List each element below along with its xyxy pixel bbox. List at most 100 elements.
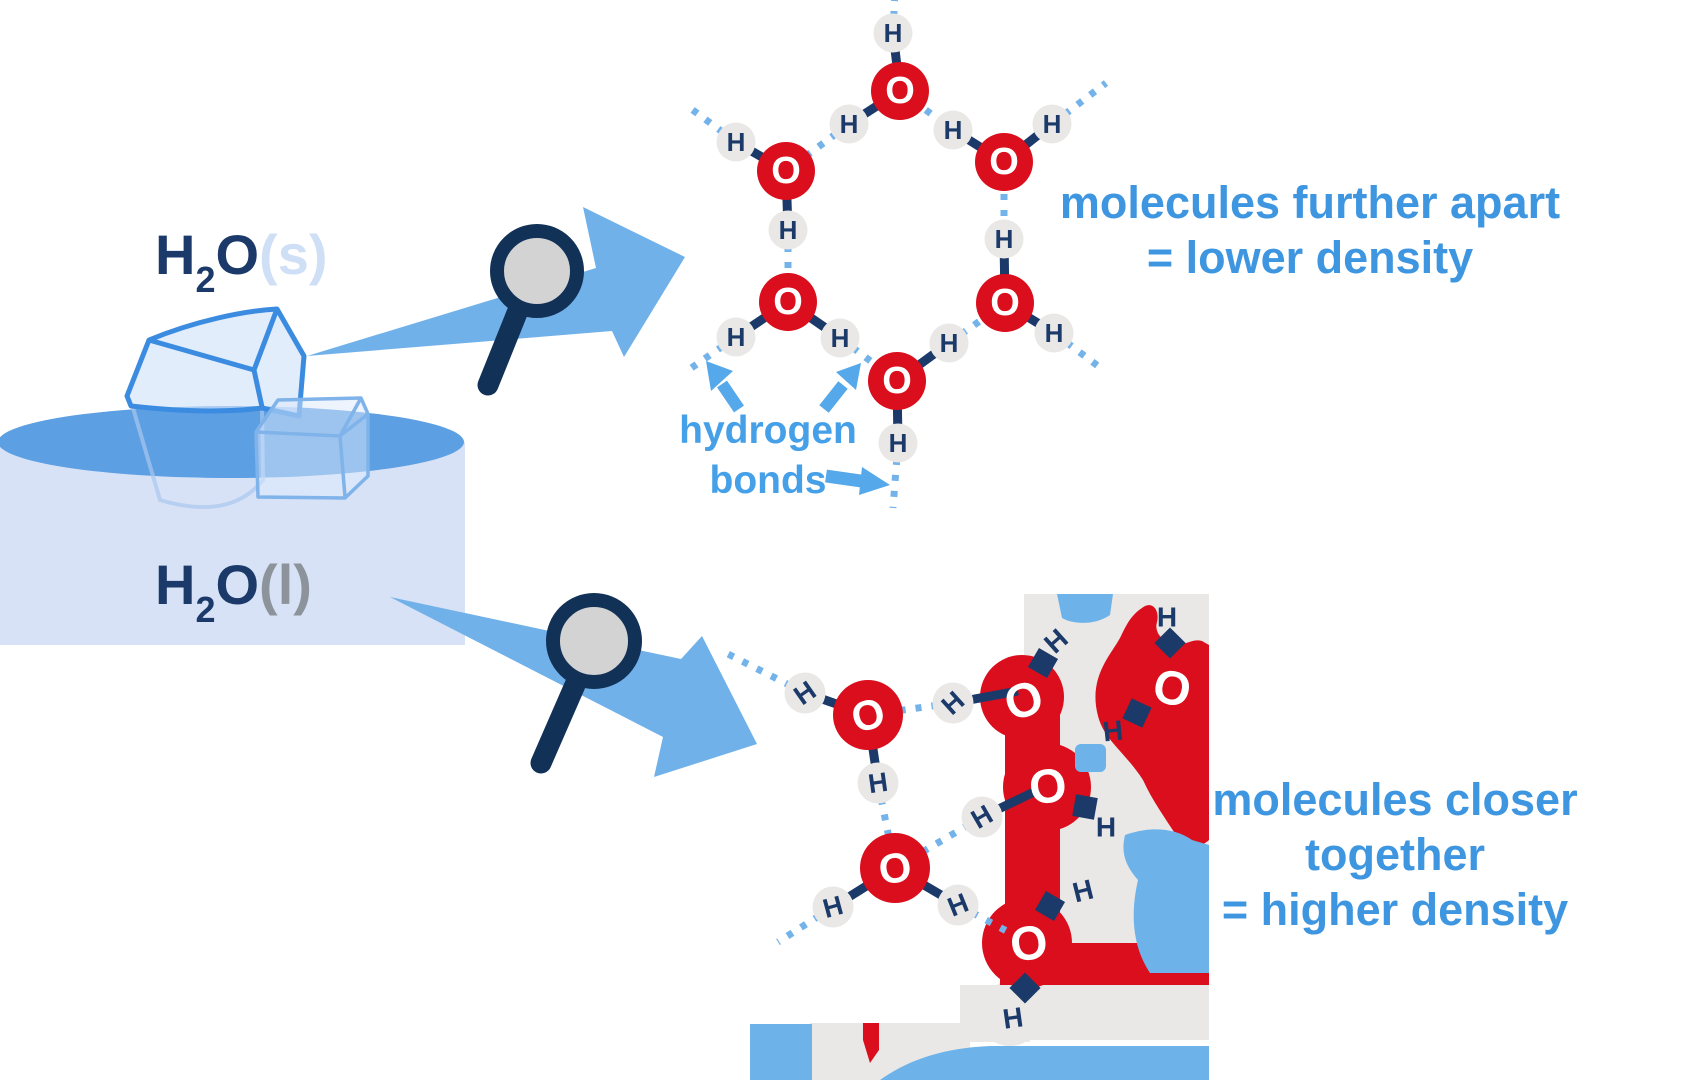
caption-higher-density: molecules closer together = higher densi…: [1133, 772, 1657, 937]
hydrogen-atom: [929, 323, 969, 363]
pointer-arrow-shaft: [825, 469, 862, 488]
hydrogen-label: H: [1101, 715, 1124, 748]
magnifier-icon-bottom: [530, 593, 642, 774]
oxygen-label: O: [989, 141, 1019, 183]
hydrogen-atom: [812, 886, 854, 928]
hydrogen-atom: [933, 110, 973, 150]
pointer-arrow-shaft: [819, 381, 848, 413]
oxygen-label: O: [773, 281, 803, 323]
pointer-arrowhead: [706, 361, 733, 391]
hydrogen-label: H: [1096, 812, 1116, 843]
formula-subscript: 2: [195, 259, 216, 301]
oxygen-atom: [976, 274, 1034, 332]
hydrogen-bonds-pointers: [706, 361, 890, 495]
ice-cube-small-outline: [254, 396, 370, 500]
hydrogen-label: H: [727, 322, 746, 352]
hydrogen-atom: [961, 796, 1003, 838]
oxygen-atom: [871, 62, 929, 120]
hydrogen-label: H: [727, 127, 746, 157]
bond-stub-diamond: [1027, 647, 1059, 679]
hydrogen-label: H: [944, 115, 963, 145]
caption-line: molecules further apart: [1059, 177, 1561, 228]
hydrogen-label: H: [831, 323, 850, 353]
hydrogen-label: H: [840, 109, 859, 139]
oxygen-atom: [759, 273, 817, 331]
hydrogen-bond: [897, 88, 956, 133]
blob-blue-patch: [750, 1024, 812, 1080]
blob-blue-patch: [1075, 744, 1106, 772]
hydrogen-atom: [716, 317, 756, 357]
hydrogen-bond: [946, 300, 1008, 346]
caption-line: = higher density: [1221, 884, 1569, 935]
hydrogen-bond: [1051, 330, 1105, 372]
zoom-callout-top: [307, 207, 685, 396]
magnifier-lens: [490, 224, 584, 318]
hydrogen-label: H: [884, 18, 903, 48]
hydrogen-label: H: [866, 767, 889, 799]
label-line: hydrogen: [679, 409, 857, 452]
oxygen-label: O: [1026, 758, 1070, 816]
oxygen-atom: [975, 133, 1033, 191]
hydrogen-atom: [878, 423, 918, 463]
hydrogen-atom: [768, 210, 808, 250]
hydrogen-bond: [956, 901, 1016, 939]
hydrogen-bond: [889, 442, 902, 509]
formula-subscript: 2: [195, 589, 216, 631]
oxygen-label: O: [876, 842, 915, 893]
bond-stub-diamond: [1034, 890, 1066, 922]
hydrogen-atom: [873, 13, 913, 53]
hydrogen-bond: [776, 904, 835, 945]
hydrogen-atom: [984, 219, 1024, 259]
blob-blue-patch: [1123, 829, 1209, 973]
label-hydrogen-bonds: hydrogen bonds: [640, 406, 896, 506]
ice-cube-small-inner-edges: [255, 397, 370, 498]
hydrogen-label: H: [940, 328, 959, 358]
caption-line: molecules closer together: [1212, 774, 1578, 880]
hydrogen-label: H: [1045, 318, 1064, 348]
hydrogen-atom: [937, 884, 979, 926]
magnifier-icon-top: [477, 224, 584, 396]
zoom-callout-bottom: [390, 593, 757, 777]
state-symbol-solid: (s): [259, 223, 328, 286]
hydrogen-label: H: [1001, 1001, 1025, 1035]
hydrogen-atom: [829, 104, 869, 144]
label-line: bonds: [709, 459, 827, 502]
hydrogen-label: H: [995, 224, 1014, 254]
hydrogen-atom: [820, 318, 860, 358]
formula-o: O: [215, 223, 260, 286]
label-h2o-liquid: H2O(l): [155, 552, 312, 630]
caption-lower-density: molecules further apart = lower density: [1048, 175, 1572, 285]
hydrogen-atom: [1032, 104, 1072, 144]
pointer-arrowhead: [836, 363, 861, 390]
hydrogen-atom: [1034, 313, 1074, 353]
bond-stub-diamond: [1072, 794, 1098, 820]
hydrogen-bond: [837, 335, 900, 384]
hydrogen-atom: [932, 682, 974, 724]
water-glass: [0, 306, 465, 645]
hydrogen-label: H: [1157, 602, 1177, 633]
blob-red-mass: [1095, 605, 1209, 847]
hydrogen-label: H: [889, 428, 908, 458]
hydrogen-atom: [716, 122, 756, 162]
hydrogen-bond: [682, 334, 738, 376]
pointer-arrow-shaft: [717, 380, 744, 413]
water-surface: [0, 406, 464, 478]
magnifier-handle: [477, 302, 528, 396]
ice-cube-small: [254, 396, 370, 500]
bond-stub-diamond: [1122, 698, 1152, 728]
hydrogen-label: H: [779, 215, 798, 245]
oxygen-label: O: [1007, 915, 1051, 973]
state-symbol-liquid: (l): [259, 553, 312, 616]
hydrogen-label: H: [1043, 109, 1062, 139]
blob-blue-patch: [880, 1046, 1209, 1080]
hydrogen-atom: [857, 762, 899, 804]
label-h2o-solid: H2O(s): [155, 222, 328, 300]
oxygen-label: O: [885, 70, 915, 112]
ice-cube-large-inner-edges: [148, 308, 280, 408]
blob-red-sliver: [863, 1023, 879, 1063]
